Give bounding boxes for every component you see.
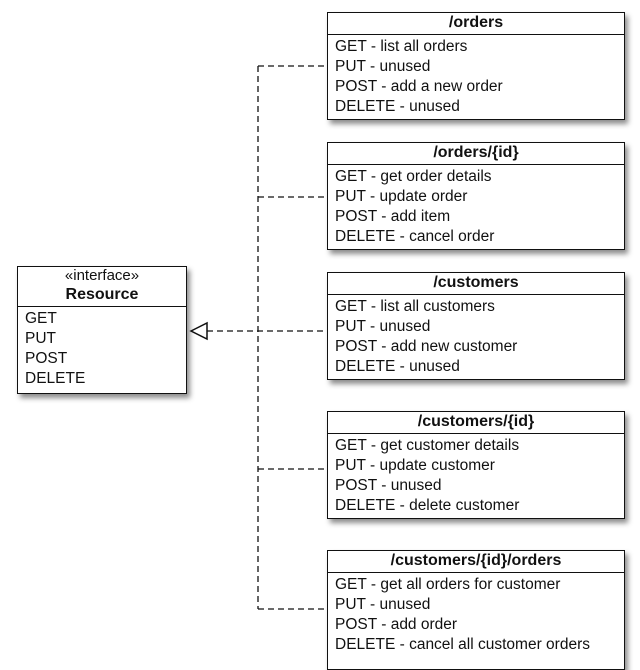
- orders-resource-box: /orders GET - list all orders PUT - unus…: [327, 12, 625, 120]
- interface-method: GET: [25, 310, 57, 327]
- customers-resource-box: /customers GET - list all customers PUT …: [327, 272, 625, 380]
- resource-method: PUT - update customer: [335, 457, 495, 474]
- resource-method: POST - add a new order: [335, 78, 503, 95]
- interface-method: PUT: [25, 330, 56, 347]
- resource-method: GET - list all orders: [335, 38, 468, 55]
- resource-method: POST - add new customer: [335, 338, 518, 355]
- interface-method: POST: [25, 350, 68, 367]
- resource-method: POST - add item: [335, 208, 451, 225]
- resource-interface-box: «interface» Resource GET PUT POST DELETE: [17, 266, 187, 394]
- resource-method-list: GET - list all customers PUT - unused PO…: [328, 295, 624, 379]
- resource-method: PUT - unused: [335, 318, 431, 335]
- resource-method-list: GET - get customer details PUT - update …: [328, 434, 624, 518]
- interface-header: «interface» Resource: [18, 267, 186, 307]
- resource-path: /customers/{id}/orders: [328, 551, 624, 573]
- realization-arrowhead: [189, 321, 208, 341]
- resource-method: GET - get customer details: [335, 437, 520, 454]
- resource-path: /orders/{id}: [328, 143, 624, 165]
- customer-id-resource-box: /customers/{id} GET - get customer detai…: [327, 411, 625, 519]
- resource-method: DELETE - cancel order: [335, 228, 495, 245]
- resource-method: DELETE - delete customer: [335, 497, 520, 514]
- resource-method-list: GET - get all orders for customer PUT - …: [328, 573, 624, 657]
- resource-method-list: GET - list all orders PUT - unused POST …: [328, 35, 624, 119]
- resource-method-list: GET - get order details PUT - update ord…: [328, 165, 624, 249]
- resource-method: DELETE - unused: [335, 358, 460, 375]
- resource-method: GET - get all orders for customer: [335, 576, 561, 593]
- resource-method: PUT - unused: [335, 596, 431, 613]
- resource-method: PUT - unused: [335, 58, 431, 75]
- customer-orders-resource-box: /customers/{id}/orders GET - get all ord…: [327, 550, 625, 670]
- resource-method: POST - add order: [335, 616, 458, 633]
- resource-method: GET - get order details: [335, 168, 492, 185]
- resource-path: /orders: [328, 13, 624, 35]
- resource-method: DELETE - cancel all customer orders: [335, 636, 590, 653]
- resource-method: DELETE - unused: [335, 98, 460, 115]
- interface-name: Resource: [65, 286, 139, 303]
- resource-method: PUT - update order: [335, 188, 468, 205]
- resource-method: GET - list all customers: [335, 298, 495, 315]
- interface-method-list: GET PUT POST DELETE: [18, 307, 186, 391]
- resource-path: /customers/{id}: [328, 412, 624, 434]
- interface-stereotype: «interface»: [64, 267, 140, 284]
- interface-method: DELETE: [25, 370, 86, 387]
- resource-method: POST - unused: [335, 477, 442, 494]
- order-id-resource-box: /orders/{id} GET - get order details PUT…: [327, 142, 625, 250]
- resource-path: /customers: [328, 273, 624, 295]
